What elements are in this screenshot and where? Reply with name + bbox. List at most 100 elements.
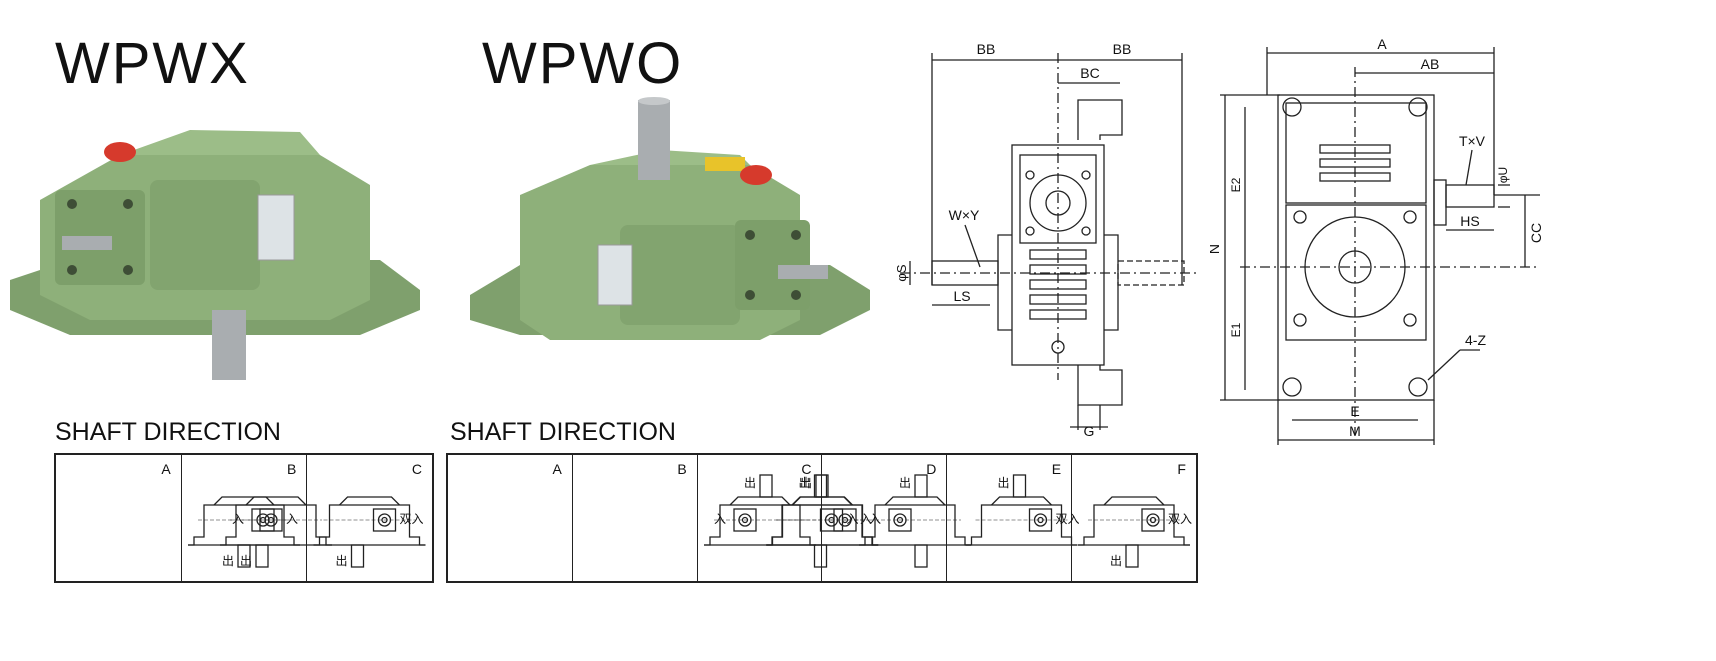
label-m: M (1349, 423, 1361, 439)
label-tv: T×V (1459, 133, 1486, 149)
cell-letter: E (1051, 461, 1062, 477)
output-shaft-up (759, 474, 773, 498)
label-e2: E2 (1229, 177, 1243, 192)
in-label: 入 (846, 512, 858, 526)
out-label: 出 (800, 476, 812, 490)
shaft-direction-cell-a: A 出 入 (56, 455, 300, 581)
wpwx-input-shaft (62, 236, 112, 250)
wpwo-warning-label (705, 157, 745, 171)
housing-outline (313, 504, 426, 546)
cell-letter: F (1177, 461, 1186, 477)
label-ls: LS (953, 288, 970, 304)
out-label: 出 (744, 476, 756, 490)
front-view-drawing: A AB T×V φU HS CC N E2 E1 4-Z E M (1210, 36, 1544, 445)
label-wy: W×Y (949, 207, 980, 223)
label-bc: BC (1080, 65, 1099, 81)
wpwx-nameplate (257, 194, 295, 261)
wpwx-red-cap (104, 142, 136, 162)
wpwo-ribs (620, 225, 740, 325)
label-4z: 4-Z (1465, 332, 1486, 348)
cell-letter: B (287, 461, 297, 477)
in-label: 入 (232, 512, 244, 526)
wpwx-output-shaft (212, 310, 246, 380)
side-view-drawing: BB BB BC W×Y φS LS G (894, 41, 1200, 439)
shaft-direction-title-wpwx: SHAFT DIRECTION (55, 418, 281, 446)
in-label: 入 (286, 512, 298, 526)
shaft-direction-diagram: 出 双入 (1078, 496, 1192, 568)
cell-letter: C (411, 461, 423, 477)
in-label: 入 (714, 512, 726, 526)
output-shaft-up (914, 474, 929, 498)
shaft-direction-diagram: 出入 (219, 496, 332, 568)
wpwx-ribs (150, 180, 260, 290)
out-label: 出 (899, 476, 911, 490)
label-e: E (1350, 403, 1359, 419)
wpwo-nameplate (597, 244, 633, 306)
shaft-direction-diagram: 出入 (859, 474, 972, 568)
shaft-direction-cell-f: F 出 双入 (1072, 455, 1196, 581)
output-shaft-down (351, 544, 365, 568)
model-title-wpwo: WPWO (482, 31, 684, 96)
housing-outline (219, 504, 332, 546)
housing-outline (859, 504, 972, 546)
label-cc: CC (1528, 223, 1544, 243)
out-label: 出 (798, 476, 810, 490)
wpwo-output-shaft (638, 100, 670, 180)
output-shaft-down (255, 544, 269, 568)
output-shaft-down (1125, 544, 1139, 568)
label-a: A (1377, 36, 1387, 52)
label-phis: φS (894, 264, 909, 281)
shaft-direction-diagram: 出入 (703, 474, 816, 546)
in-label: 入 (869, 512, 881, 526)
out-label: 出 (998, 476, 1010, 490)
housing-outline (703, 504, 816, 546)
label-bb-left: BB (977, 41, 996, 57)
in-label: 入 (860, 512, 872, 526)
wpwo-red-cap (740, 165, 772, 185)
out-label: 出 (240, 554, 252, 568)
in-label: 双入 (1056, 512, 1080, 526)
cell-letter: B (677, 461, 687, 477)
model-title-wpwx: WPWX (55, 31, 250, 96)
label-n: N (1210, 244, 1222, 254)
output-shaft-up (1013, 474, 1027, 498)
in-label: 双入 (400, 512, 424, 526)
shaft-direction-title-wpwo: SHAFT DIRECTION (450, 418, 676, 446)
wpwo-gearbox-image (470, 97, 870, 340)
label-bb-right: BB (1113, 41, 1132, 57)
label-hs: HS (1460, 213, 1479, 229)
in-label: 双入 (1168, 512, 1192, 526)
housing-outline (1078, 504, 1191, 546)
shaft-direction-diagram: 出 双入 (313, 496, 426, 568)
out-label: 出 (222, 554, 234, 568)
label-ab: AB (1421, 56, 1440, 72)
shaft-direction-diagram: 出双入 (965, 474, 1080, 546)
output-shaft-down (914, 544, 929, 568)
label-g: G (1084, 423, 1095, 439)
cell-letter: D (926, 461, 937, 477)
housing-outline (766, 504, 879, 546)
wpwo-input-shaft (778, 265, 828, 279)
wpwo-side-plate (735, 220, 810, 310)
wpwx-gearbox-image (10, 130, 420, 380)
label-phiu: φU (1496, 167, 1510, 183)
label-e1: E1 (1229, 322, 1243, 337)
output-shaft-down (813, 544, 827, 568)
cell-letter: A (161, 461, 171, 477)
cell-letter: A (552, 461, 562, 477)
cell-letter: C (801, 461, 812, 477)
wpwx-top (120, 130, 320, 155)
out-label: 出 (336, 554, 348, 568)
housing-outline (965, 504, 1078, 546)
output-shaft-up (813, 474, 827, 498)
out-label: 出 (1110, 554, 1122, 568)
